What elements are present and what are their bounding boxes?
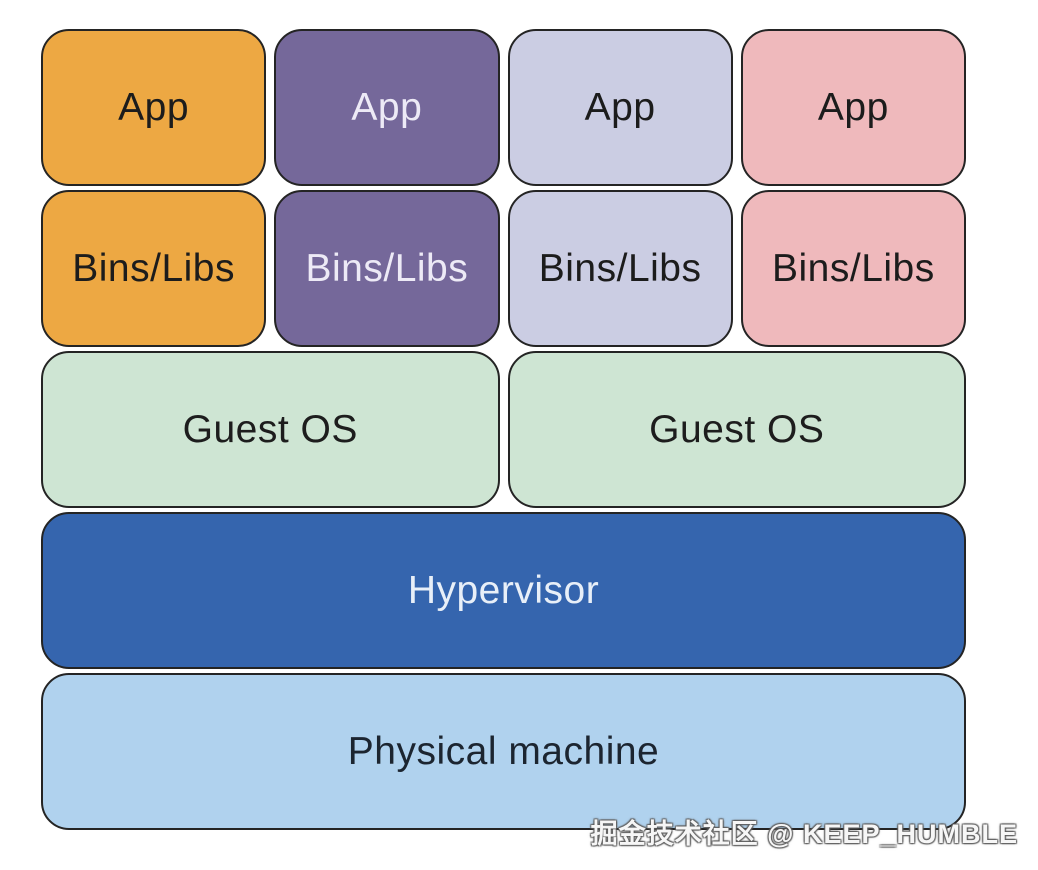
- bins-libs-box-3: Bins/Libs: [507, 190, 733, 347]
- stack-grid: App App App App Bins/Libs Bins/Libs Bins…: [41, 29, 966, 830]
- hypervisor-box: Hypervisor: [41, 512, 966, 669]
- watermark: 掘金技术社区 @ KEEP_HUMBLE: [590, 819, 1018, 849]
- bins-libs-box-2: Bins/Libs: [274, 190, 500, 347]
- app-box-1: App: [41, 29, 267, 186]
- guest-os-box-1: Guest OS: [41, 351, 500, 508]
- physical-machine-box: Physical machine: [41, 673, 966, 830]
- app-box-2: App: [274, 29, 500, 186]
- bins-libs-box-4: Bins/Libs: [740, 190, 966, 347]
- app-box-4: App: [740, 29, 966, 186]
- app-box-3: App: [507, 29, 733, 186]
- guest-os-box-2: Guest OS: [507, 351, 966, 508]
- bins-libs-box-1: Bins/Libs: [41, 190, 267, 347]
